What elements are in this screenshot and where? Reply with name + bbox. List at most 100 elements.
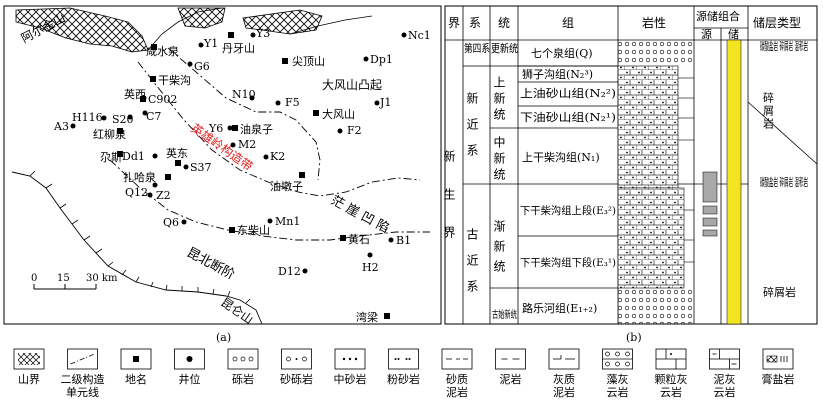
well-Y3: Y3	[255, 27, 270, 40]
system-quaternary: 第四系	[464, 41, 490, 55]
era-cenozoic: 新生界	[442, 149, 456, 264]
legend-item-4: 砾岩	[227, 348, 259, 386]
header-jie: 界	[448, 16, 460, 30]
well-Q6: Q6	[163, 216, 179, 229]
well-C7: C7	[146, 110, 161, 123]
altun-mountain-area	[15, 7, 149, 53]
place-gasi: 尕斯	[100, 151, 122, 164]
svg-text:0: 0	[31, 273, 37, 284]
place-jiandingshan: 尖顶山	[292, 55, 325, 68]
well-J1: J1	[379, 96, 391, 109]
well-Z2: Z2	[156, 189, 171, 202]
place-yingdong: 英东	[166, 146, 188, 160]
legend-item-6: 中砂岩	[334, 348, 367, 386]
series-pleistocene: 更新统	[491, 41, 518, 55]
well-Y6: Y6	[208, 122, 223, 135]
formation-lower-ganchaigou-lower: 下干柴沟组下段(E₃¹)	[520, 256, 616, 269]
legend-label-0: 山界	[18, 373, 40, 386]
header-combo: 源储组合	[696, 9, 740, 23]
well-Y1: Y1	[203, 37, 218, 50]
place-ganchaigou: 干柴沟	[158, 73, 191, 87]
well-Q12: Q12	[125, 186, 148, 199]
legend-label-6: 中砂岩	[334, 372, 367, 386]
legend-item-5: 砂砾岩	[280, 348, 313, 386]
legend-label-11: 藻灰云岩	[607, 372, 629, 399]
place-xianshuiquan: 咸水泉	[146, 44, 179, 58]
legend-label-4: 砾岩	[232, 372, 254, 386]
dafengshan-uplift-label: 大风山凸起	[322, 78, 382, 92]
reservoir-type-clastic-2: 碎屑岩	[763, 285, 796, 299]
formation-upper-youshashan: 上油砂山组(N₂²)	[520, 86, 616, 100]
place-yingxi: 英西	[124, 87, 146, 101]
formation-qigequan: 七个泉组(Q)	[531, 46, 593, 60]
series-pliocene: 上新统	[492, 76, 506, 124]
well-C902: C902	[148, 93, 177, 106]
formation-shizigou: 狮子沟组(N₂³)	[522, 67, 593, 81]
svg-text:15: 15	[57, 273, 70, 284]
legend-item-8: 砂质泥岩	[441, 348, 473, 399]
well-H116: H116	[72, 111, 103, 124]
legend-item-1: 二级构造单元线	[61, 348, 105, 399]
svg-text:30 km: 30 km	[86, 273, 118, 284]
legend-label-2: 地名	[125, 372, 147, 386]
place-wanliang: 湾梁	[356, 310, 378, 324]
header-chu: 储	[728, 27, 739, 41]
legend-item-9: 泥岩	[495, 348, 526, 386]
place-danyashan: 丹牙山	[222, 42, 255, 55]
place-hongliuquan: 红柳泉	[93, 127, 126, 141]
well-H2: H2	[362, 261, 379, 274]
well-A3: A3	[53, 120, 69, 133]
well-M2: M2	[238, 138, 256, 151]
place-youdunzi: 油墩子	[270, 179, 303, 193]
legend-label-5: 砂砾岩	[280, 372, 313, 386]
header-zu: 组	[562, 16, 574, 30]
legend-label-13: 泥灰云岩	[714, 372, 736, 399]
mountain-area-northeast	[242, 9, 323, 35]
formation-upper-ganchaigou: 上干柴沟组(N₁)	[522, 150, 600, 164]
map-caption: (a)	[216, 331, 231, 344]
legend-item-0: 山界	[13, 348, 45, 386]
header-lithology: 岩性	[642, 15, 666, 30]
series-miocene: 中新统	[492, 135, 506, 184]
system-neogene: 新近系	[465, 91, 479, 170]
legend-label-12: 颗粒灰云岩	[655, 372, 688, 399]
reservoir-type-clastic-1: 碎屑岩	[762, 91, 775, 131]
well-D12: D12	[278, 265, 301, 278]
legend-label-8: 砂质泥岩	[446, 373, 468, 399]
legend-label-7: 粉砂岩	[387, 372, 420, 386]
place-dongchaishan: 东柴山	[237, 223, 270, 237]
legend-label-1: 二级构造单元线	[61, 372, 105, 399]
well-Dd1: Dd1	[122, 150, 145, 163]
place-markers	[117, 32, 390, 319]
lithology-column	[617, 40, 694, 324]
place-dafengshan: 大风山	[322, 107, 355, 121]
legend-item-12: 颗粒灰云岩	[655, 348, 688, 399]
system-paleogene: 古近系	[465, 227, 479, 306]
source-reservoir-bars	[702, 39, 742, 325]
legend-label-10: 灰质泥岩	[553, 372, 575, 399]
legend-label-14: 膏盐岩	[762, 372, 795, 386]
place-zhahaquan: 扎哈泉	[123, 170, 156, 184]
reservoir-type-upper: 碳酸盐岩 碎屑岩 混积岩	[760, 39, 808, 53]
series-paleo-eocene: 古始新统	[492, 308, 517, 321]
legend-item-7: 粉砂岩	[387, 348, 420, 386]
legend-item-13: 泥灰云岩	[709, 348, 740, 399]
header-xi: 系	[469, 16, 481, 30]
mountain-area-north	[177, 7, 226, 29]
well-S20: S20	[112, 113, 134, 126]
place-huangshi: 黄石	[348, 232, 370, 246]
legend-item-3: 井位	[174, 348, 205, 386]
legend-label-9: 泥岩	[500, 372, 522, 386]
formation-lulehe: 路乐河组(E₁₊₂)	[522, 301, 597, 315]
well-K2: K2	[270, 150, 285, 163]
legend-item-14: 膏盐岩	[762, 348, 795, 386]
well-N10: N10	[232, 88, 256, 101]
legend-label-3: 井位	[179, 372, 201, 386]
well-S37: S37	[190, 161, 212, 174]
legend-item-11: 藻灰云岩	[602, 348, 633, 399]
well-Nc1: Nc1	[408, 29, 431, 42]
header-tong: 统	[498, 16, 510, 30]
